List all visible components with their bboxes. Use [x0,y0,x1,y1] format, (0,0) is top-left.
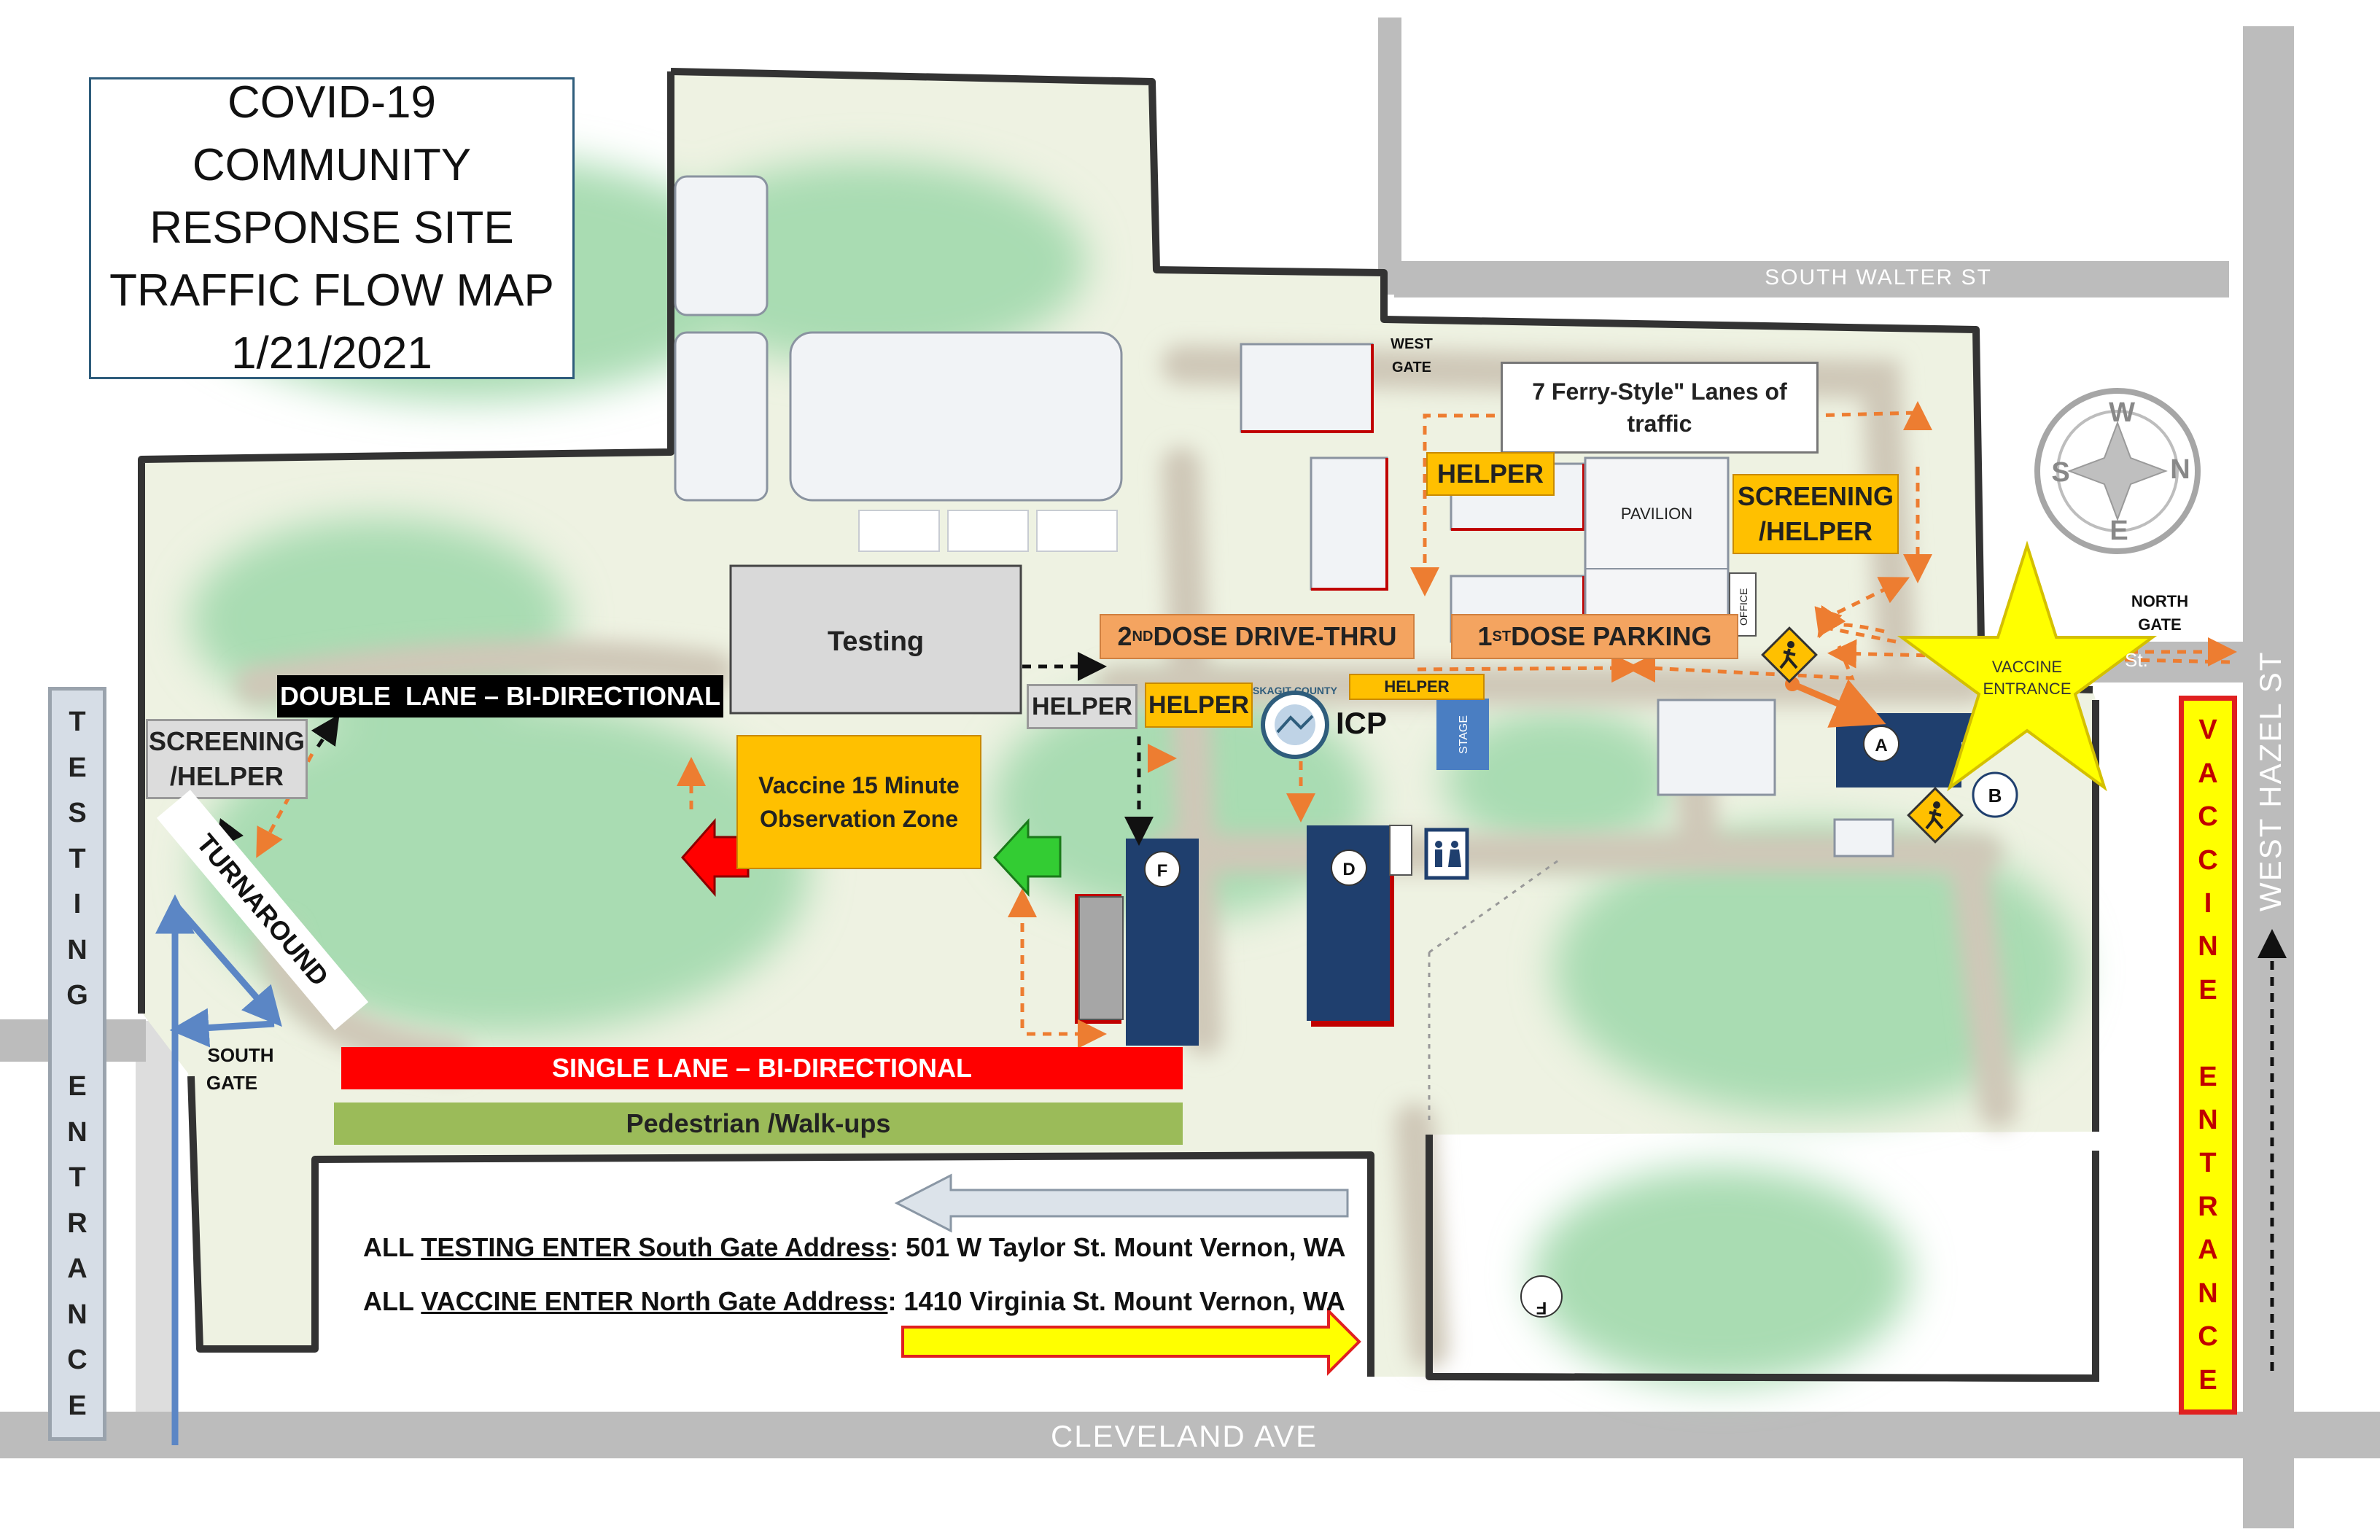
screening-helper-label-south: SCREENING/HELPER [146,719,308,799]
office-label: OFFICE [1738,588,1749,626]
county-seal-text: SKAGIT COUNTY [1253,685,1338,696]
screening-helper-label-pavilion: SCREENING/HELPER [1732,474,1899,554]
icp-label: ICP [1336,706,1387,740]
helper-label-pavilion: HELPER [1426,452,1555,496]
building-a-letter: A [1875,736,1887,755]
vaccine-address: ALL VACCINE ENTER North Gate Address: 14… [363,1286,1345,1316]
west-hazel-street-label: WEST HAZEL ST [2253,651,2287,911]
pedestrian-crossing-icon [1761,626,1818,683]
restroom-sign [1424,828,1469,880]
eastbound-arrow [901,1307,1361,1376]
south-gate-route [155,894,282,1445]
south-walter-street [1378,18,1401,295]
building-east [1657,699,1776,796]
building-d-letter: D [1342,860,1355,879]
south-walter-street-label: SOUTH WALTER ST [1765,265,1992,289]
westbound-arrow [894,1173,1349,1233]
building-nw-1 [674,175,769,316]
building-nw-2 [674,331,769,502]
building-d-annex [1389,825,1412,876]
map-title-box: COVID-19 COMMUNITY RESPONSE SITE TRAFFIC… [89,77,575,379]
building-a [1836,713,1961,788]
testing-building-label: Testing [828,626,924,657]
building-tall [1310,456,1388,591]
east-boundary-lower [1428,1151,2099,1382]
compass-e: E [2109,516,2128,546]
compass-rose-icon [2034,388,2201,554]
title-line: COVID-19 [228,77,436,128]
restroom-icon [1435,841,1461,867]
helper-label-stage: HELPER [1349,674,1485,700]
cleveland-avenue [0,1412,2380,1458]
double-lane-label: DOUBLE LANE – BI-DIRECTIONAL [277,675,723,718]
title-line: RESPONSE SITE [149,203,514,253]
observation-exit-arrow [681,818,750,897]
vaccine-entrance-star-icon [1897,540,2158,792]
pavilion-building [1584,456,1730,637]
cleveland-avenue-label: CLEVELAND AVE [1051,1419,1318,1453]
building-f-letter: F [1157,861,1168,881]
building-small [1833,818,1894,858]
pedestrian-crossing-icon [1907,787,1964,844]
title-line: COMMUNITY [192,140,472,190]
building-main-hall [789,331,1123,502]
helper-label-testing: HELPER [1027,684,1138,729]
compass-s: S [2051,457,2069,488]
building-f-south-letter: F [1536,1298,1547,1318]
building-letter-markers: F D A B F [1144,726,2018,1318]
single-lane-label: SINGLE LANE – BI-DIRECTIONAL [341,1047,1183,1089]
compass-n: N [2170,454,2190,485]
bleachers [858,510,1118,552]
pavilion-label: PAVILION [1621,505,1692,523]
west-taylor-street [136,1021,172,1458]
compass-w: W [2109,397,2135,428]
county-seal-icon [1261,691,1329,759]
vaccine-route-arrow [1791,679,1886,728]
south-walter-street-band [1394,261,2229,298]
building-f-annex [1078,896,1124,1020]
observation-enter-arrow [992,818,1062,897]
title-date: 1/21/2021 [231,328,432,378]
testing-address: ALL TESTING ENTER South Gate Address: 50… [363,1232,1346,1262]
west-hazel-street [2243,26,2294,1528]
blue-buildings [1075,713,1998,1046]
stage-label: STAGE [1458,715,1470,754]
hazel-st-fragment: St. [2125,649,2148,671]
title-line: TRAFFIC FLOW MAP [109,265,554,316]
stage-building [1436,699,1489,770]
pedestrian-walkups-label: Pedestrian /Walk-ups [334,1102,1183,1145]
grey-buildings [674,175,1894,858]
building-west-gate [1240,343,1374,433]
testing-building [729,564,1022,715]
helper-label-drive-thru: HELPER [1145,682,1253,728]
building-b-letter: B [1988,785,2002,806]
